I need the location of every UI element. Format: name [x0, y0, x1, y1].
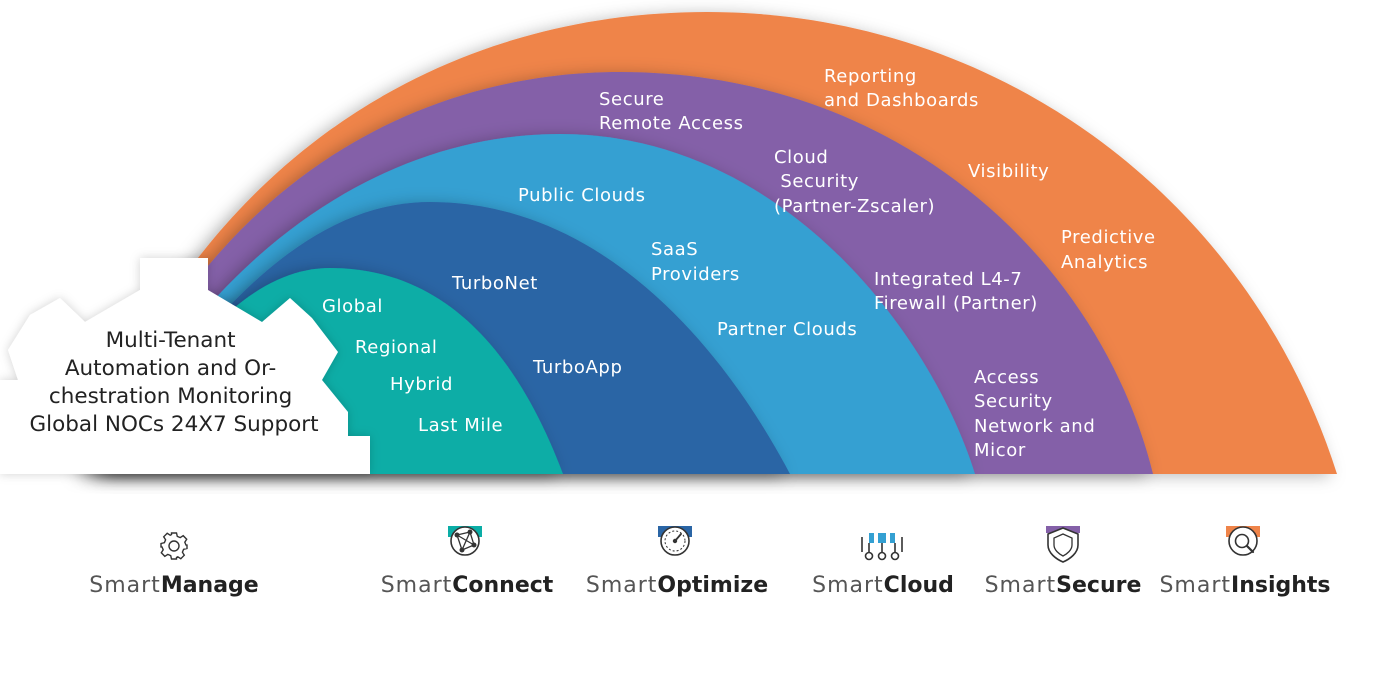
- label-integrated-firewall: Integrated L4-7 Firewall (Partner): [874, 269, 1038, 314]
- label-predictive-analytics: Predictive Analytics: [1061, 227, 1162, 273]
- product-label-smartcloud: SmartCloud: [812, 573, 954, 598]
- speedometer-icon: [658, 526, 692, 556]
- product-label-smartinsights: SmartInsights: [1159, 573, 1330, 598]
- label-secure-remote-access: Secure Remote Access: [599, 89, 744, 134]
- cloud-nodes-icon: [861, 533, 903, 561]
- center-line-2: Automation and Or-: [65, 356, 276, 381]
- center-text: Multi-Tenant Automation and Or- chestrat…: [29, 328, 318, 437]
- label-turboapp: TurboApp: [532, 357, 622, 378]
- insights-magnifier-icon: [1226, 526, 1260, 556]
- teal-band-labels: Global Regional Hybrid Last Mile: [322, 296, 503, 436]
- center-gear: Multi-Tenant Automation and Or- chestrat…: [0, 258, 370, 474]
- product-icons: [160, 526, 1260, 563]
- purple-band-labels: Secure Remote Access Cloud Security (Par…: [0, 0, 1102, 461]
- label-reporting-dashboards: Reporting and Dashboards: [824, 66, 979, 111]
- orange-band-labels: Reporting and Dashboards Visibility Pred…: [824, 66, 1162, 273]
- shield-icon: [1046, 526, 1080, 563]
- product-label-smartoptimize: SmartOptimize: [586, 573, 768, 598]
- sky-band-labels: Public Clouds SaaS Providers Partner Clo…: [518, 185, 857, 340]
- product-label-smartmanage: SmartManage: [89, 573, 258, 598]
- navy-band-labels: TurboNet TurboApp: [451, 273, 622, 378]
- label-turbonet: TurboNet: [451, 273, 538, 294]
- label-global: Global: [322, 296, 383, 317]
- label-regional: Regional: [355, 337, 437, 358]
- label-partner-clouds: Partner Clouds: [717, 319, 857, 340]
- label-visibility: Visibility: [968, 161, 1049, 182]
- center-line-1: Multi-Tenant: [106, 328, 236, 353]
- center-line-3: chestration Monitoring: [49, 384, 292, 409]
- label-hybrid: Hybrid: [390, 374, 453, 395]
- product-labels: SmartManage SmartConnect SmartOptimize S…: [89, 573, 1330, 598]
- label-access-security: Access Security Network and Micor: [974, 367, 1102, 461]
- product-label-smartconnect: SmartConnect: [381, 573, 554, 598]
- label-cloud-security: Cloud Security (Partner-Zscaler): [0, 0, 967, 217]
- label-last-mile: Last Mile: [418, 415, 503, 436]
- label-public-clouds: Public Clouds: [518, 185, 646, 206]
- gear-icon: [160, 532, 188, 560]
- label-saas-providers: SaaS Providers: [651, 239, 740, 285]
- center-line-4: Global NOCs 24X7 Support: [29, 412, 318, 437]
- gear-shape: [0, 258, 370, 474]
- network-globe-icon: [448, 526, 482, 556]
- product-label-smartsecure: SmartSecure: [985, 573, 1142, 598]
